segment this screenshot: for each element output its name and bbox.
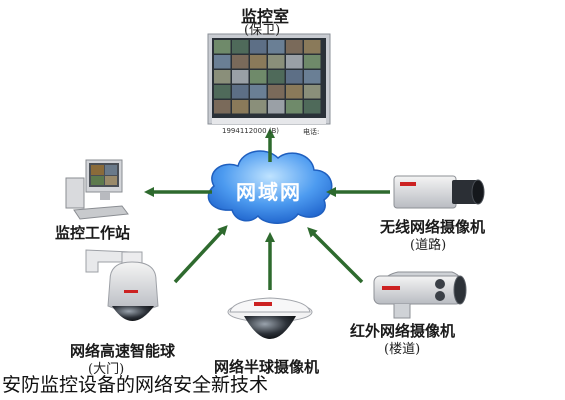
indoor-dome-camera-icon (227, 297, 313, 339)
monitor-tile (232, 100, 249, 114)
monitor-tile (304, 70, 321, 84)
workstation-label: 监控工作站 (55, 224, 131, 242)
monitor-tile (304, 55, 321, 69)
monitor-tile (304, 40, 321, 54)
speed-dome-camera-icon (85, 249, 159, 321)
cloud-icon (207, 150, 333, 224)
monitor-tile (214, 70, 231, 84)
ir-camera-tag: (楼道) (384, 342, 421, 357)
caption-title: 安防监控设备的网络安全新技术 (2, 374, 269, 396)
monitor-tile (250, 55, 267, 69)
monitor-tile (232, 85, 249, 99)
speed-dome-tag: (大门) (88, 362, 125, 377)
wireless-camera-label: 无线网络摄像机 (380, 218, 486, 236)
indoor-dome-label: 网络半球摄像机 (214, 358, 320, 376)
monitor-tile (250, 40, 267, 54)
ir-camera-icon (373, 271, 467, 319)
speed-dome-label: 网络高速智能球 (70, 342, 176, 360)
monitor-tile (268, 55, 285, 69)
monitor-tile (304, 100, 321, 114)
ir-camera-label: 红外网络摄像机 (350, 322, 456, 340)
monitor-tile (286, 40, 303, 54)
workstation-icon (65, 159, 129, 220)
arrows (144, 128, 390, 290)
monitor-tile (232, 40, 249, 54)
monitor-tile (268, 100, 285, 114)
monitor-tile (214, 100, 231, 114)
arrow-from-dome (173, 225, 228, 284)
monitor-tile (286, 70, 303, 84)
monitor-tile (286, 100, 303, 114)
box-camera-icon (393, 175, 485, 209)
monitor-tile (286, 85, 303, 99)
arrow-from-ir (307, 227, 364, 284)
monitor-tile (250, 100, 267, 114)
monitor-footer-right: 电话: (303, 128, 320, 136)
monitor-room-subtitle: (保卫) (244, 23, 281, 38)
monitor-tile (250, 70, 267, 84)
monitor-tile (304, 85, 321, 99)
monitor-tile (214, 55, 231, 69)
monitor-room-title: 监控室 (241, 7, 290, 26)
monitor-footer-left: 1994112000 (B) (222, 127, 280, 135)
monitor-wall (207, 33, 331, 125)
monitor-tile (268, 70, 285, 84)
monitor-tile (214, 40, 231, 54)
monitor-tile (232, 55, 249, 69)
monitor-tile (232, 70, 249, 84)
cloud-label: 网域网 (236, 180, 302, 204)
monitor-tile (214, 85, 231, 99)
monitor-tile (250, 85, 267, 99)
monitor-tile (268, 85, 285, 99)
monitor-tile (286, 55, 303, 69)
wireless-camera-tag: (道路) (410, 238, 447, 253)
monitor-tile (268, 40, 285, 54)
